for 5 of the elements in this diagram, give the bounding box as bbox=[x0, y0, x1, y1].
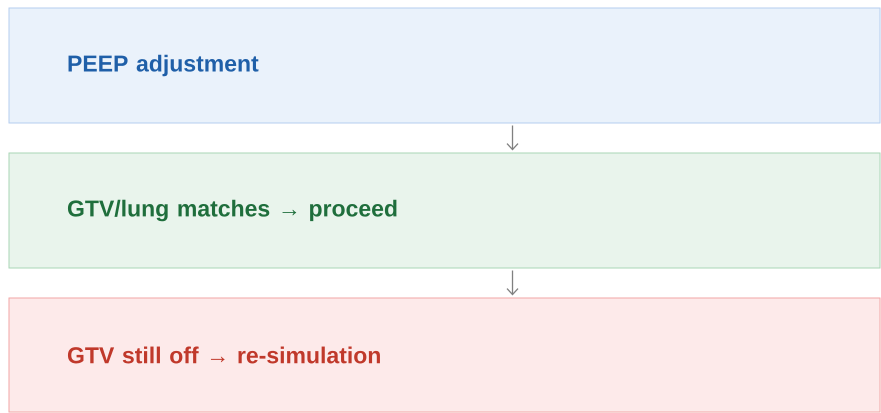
arrow bbox=[506, 270, 518, 296]
step-box: GTV/lung matches → proceed bbox=[8, 152, 880, 268]
arrow bbox=[506, 126, 518, 150]
step-box: GTV still off → re-simulation bbox=[8, 298, 880, 412]
step-box: PEEP adjustment bbox=[8, 8, 880, 124]
